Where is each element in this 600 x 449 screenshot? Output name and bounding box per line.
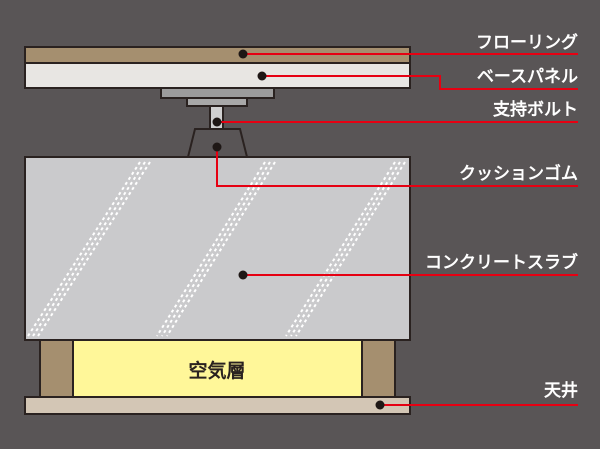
pillar-right — [361, 339, 396, 398]
label-ceiling: 天井 — [544, 380, 578, 401]
air-layer-label: 空気層 — [188, 359, 245, 382]
bolt-plate-lower — [186, 97, 248, 107]
label-flooring: フローリング — [476, 32, 578, 53]
slab-marker — [238, 270, 248, 280]
bolt-marker — [212, 117, 222, 127]
label-cushion-rubber: クッションゴム — [459, 163, 578, 184]
ceiling-marker — [375, 400, 385, 410]
base-panel-marker — [257, 71, 267, 81]
leader-lines — [216, 53, 578, 406]
flooring-marker — [238, 49, 248, 59]
slab-texture — [27, 161, 406, 337]
ceiling-layer — [24, 396, 411, 415]
bolt-plate-upper — [160, 87, 275, 99]
pillar-left — [39, 339, 74, 398]
label-concrete-slab: コンクリートスラブ — [425, 252, 578, 273]
label-base-panel: ベースパネル — [477, 67, 578, 87]
cushion-marker — [212, 142, 222, 152]
label-support-bolt: 支持ボルト — [493, 99, 578, 120]
